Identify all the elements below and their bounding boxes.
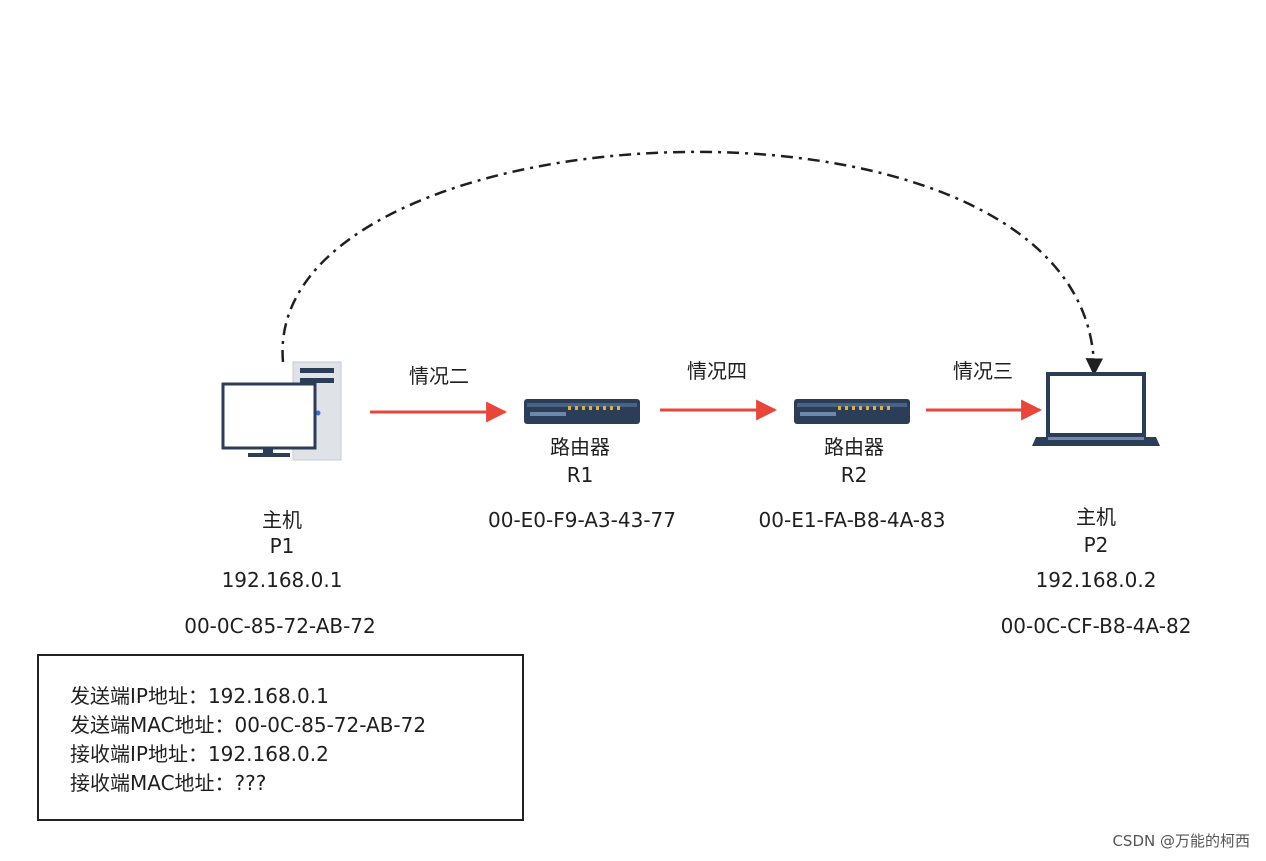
link-label-p1-r1: 情况二 xyxy=(409,364,469,388)
p2-type-label: 主机 xyxy=(1076,505,1116,529)
router-r1-icon xyxy=(524,399,640,424)
arp-info-box: 发送端IP地址：192.168.0.1 发送端MAC地址：00-0C-85-72… xyxy=(37,654,524,821)
p2-mac-label: 00-0C-CF-B8-4A-82 xyxy=(1000,614,1192,638)
link-label-r1-r2: 情况四 xyxy=(687,359,747,383)
receiver-mac-line: 接收端MAC地址：??? xyxy=(70,771,267,795)
router-r2-icon xyxy=(794,399,910,424)
p2-ip-label: 192.168.0.2 xyxy=(1035,568,1157,592)
r1-mac-label: 00-E0-F9-A3-43-77 xyxy=(488,508,676,532)
p1-type-label: 主机 xyxy=(262,508,302,532)
p1-ip-label: 192.168.0.1 xyxy=(221,568,343,592)
r2-name-label: R2 xyxy=(840,463,868,487)
link-label-r2-p2: 情况三 xyxy=(953,359,1013,383)
r1-type-label: 路由器 xyxy=(550,435,610,459)
receiver-ip-line: 接收端IP地址：192.168.0.2 xyxy=(70,742,329,766)
p2-name-label: P2 xyxy=(1083,533,1109,557)
p1-mac-label: 00-0C-85-72-AB-72 xyxy=(184,614,376,638)
direct-path-arc xyxy=(281,150,1104,376)
desktop-computer-icon xyxy=(221,361,342,461)
r2-mac-label: 00-E1-FA-B8-4A-83 xyxy=(758,508,946,532)
r1-name-label: R1 xyxy=(566,463,594,487)
r2-type-label: 路由器 xyxy=(824,435,884,459)
sender-ip-line: 发送端IP地址：192.168.0.1 xyxy=(70,684,329,708)
p1-name-label: P1 xyxy=(269,534,295,558)
watermark: CSDN @万能的柯西 xyxy=(1112,832,1250,850)
sender-mac-line: 发送端MAC地址：00-0C-85-72-AB-72 xyxy=(70,713,427,737)
laptop-icon xyxy=(1032,372,1160,446)
